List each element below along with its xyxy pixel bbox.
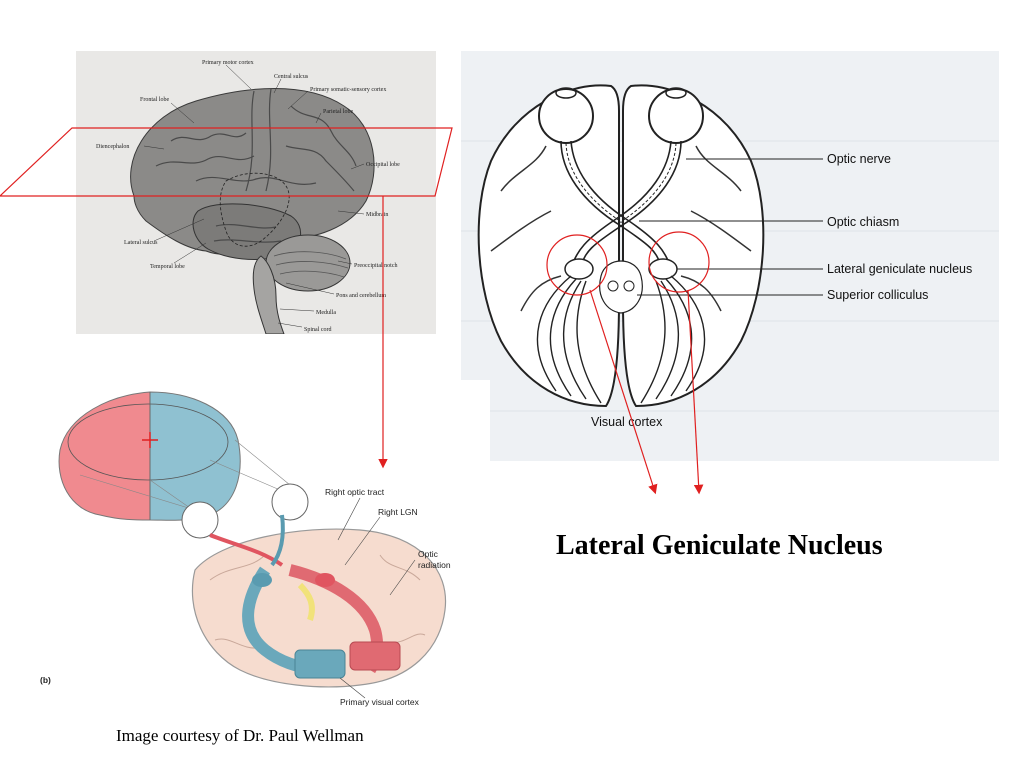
axial-brain-svg: Optic nerve Optic chiasm Lateral genicul… <box>461 84 999 429</box>
label-optic-nerve: Optic nerve <box>827 152 891 166</box>
label-lateral-geniculate-nucleus: Lateral geniculate nucleus <box>827 262 972 276</box>
label-optic-chiasm: Optic chiasm <box>827 215 899 229</box>
label-diencephalon: Diencephalon <box>96 144 129 150</box>
label-right-optic-tract: Right optic tract <box>325 487 385 497</box>
label-temporal-lobe: Temporal lobe <box>150 264 185 270</box>
label-occipital-lobe: Occipital lobe <box>366 162 400 168</box>
right-eye-shape <box>648 88 704 144</box>
right-lgn-shape <box>648 258 678 280</box>
visual-field-right-half <box>149 391 241 521</box>
visual-pathway-figure: Right optic tract Right LGN Optic radiat… <box>20 380 490 710</box>
label-radiation: radiation <box>418 560 451 570</box>
lateral-brain-figure: Primary motor cortex Central sulcus Prim… <box>76 51 436 335</box>
right-eye-shape <box>271 483 309 521</box>
label-primary-motor-cortex: Primary motor cortex <box>202 60 254 66</box>
left-eye-shape <box>181 501 219 539</box>
label-spinal-cord: Spinal cord <box>304 327 332 333</box>
image-credit: Image courtesy of Dr. Paul Wellman <box>116 726 364 745</box>
label-visual-cortex: Visual cortex <box>591 415 663 429</box>
label-central-sulcus: Central sulcus <box>274 74 309 80</box>
label-parietal-lobe: Parietal lobe <box>323 109 353 115</box>
label-superior-colliculus: Superior colliculus <box>827 288 928 302</box>
label-medulla: Medulla <box>316 310 336 316</box>
page-title: Lateral Geniculate Nucleus <box>556 530 883 561</box>
label-panel-b: (b) <box>40 675 51 685</box>
left-lgn-shape <box>564 258 594 280</box>
visual-field-left-half <box>58 391 151 521</box>
label-primary-somatic-sensory-cortex: Primary somatic-sensory cortex <box>310 87 386 93</box>
label-midbrain: Midbrain <box>366 212 388 218</box>
label-pons-and-cerebellum: Pons and cerebellum <box>336 293 386 299</box>
label-right-lgn: Right LGN <box>378 507 418 517</box>
cerebellum-shape <box>265 234 351 292</box>
left-eye-shape <box>538 88 594 144</box>
lateral-brain-svg: Primary motor cortex Central sulcus Prim… <box>96 60 400 335</box>
label-lateral-sulcus: Lateral sulcus <box>124 240 158 246</box>
visual-pathway-svg: Right optic tract Right LGN Optic radiat… <box>40 391 451 707</box>
axial-brain-figure: Optic nerve Optic chiasm Lateral genicul… <box>461 51 999 461</box>
label-preoccipital-notch: Preoccipital notch <box>354 263 398 269</box>
label-frontal-lobe: Frontal lobe <box>140 97 169 103</box>
label-optic: Optic <box>418 549 439 559</box>
label-primary-visual-cortex: Primary visual cortex <box>340 697 420 707</box>
